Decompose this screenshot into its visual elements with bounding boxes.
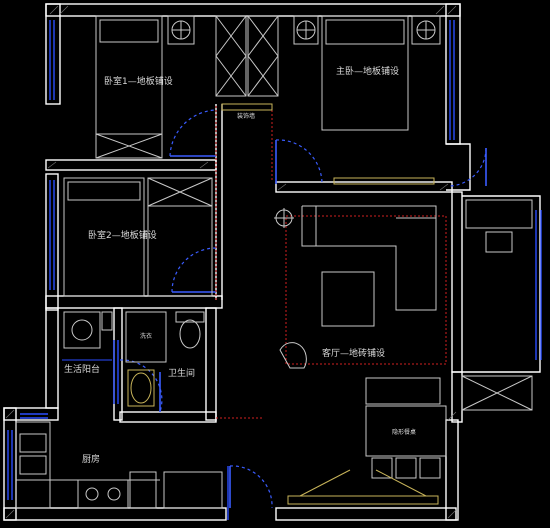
master-bed [321,15,409,131]
door-leaves [159,140,487,508]
dining-table [365,405,447,457]
label-bedroom1: 卧室1—地板铺设 [104,75,173,87]
bedroom1-furniture [95,15,195,159]
label-balcony: 生活阳台 [64,363,100,375]
label-bedroom2: 卧室2—地板铺设 [88,229,157,241]
sofa [301,205,437,311]
tv-wall [287,469,439,505]
label-laundry: 洗衣 [140,332,152,340]
balcony-furniture [333,177,533,253]
bed-2 [63,177,145,297]
label-bathroom: 卫生间 [168,367,195,379]
washing-machine [63,311,101,349]
bed-1 [95,15,163,135]
red-dashed-lines [215,106,447,419]
walls [3,3,541,521]
label-kitchen: 厨房 [82,453,100,465]
label-living: 客厅—地砖铺设 [322,347,385,359]
nightstand-1 [167,15,195,45]
windows [7,20,542,520]
bath-furniture [62,311,205,407]
label-dining: 隐形餐桌 [392,428,416,436]
closet-top [215,15,279,111]
wall-hatching [5,5,457,519]
label-decor-wall: 装饰墙 [237,112,255,120]
kitchen-furniture [15,421,223,509]
coffee-table [321,271,375,327]
armchair [279,342,307,369]
room-labels: 卧室1—地板铺设 主卧—地板铺设 装饰墙 卧室2—地板铺设 洗衣 生活阳台 卫生… [64,65,416,465]
label-master: 主卧—地板铺设 [336,65,399,77]
living-furniture [274,205,533,479]
master-furniture [293,15,441,131]
bedroom2-furniture [63,177,213,297]
